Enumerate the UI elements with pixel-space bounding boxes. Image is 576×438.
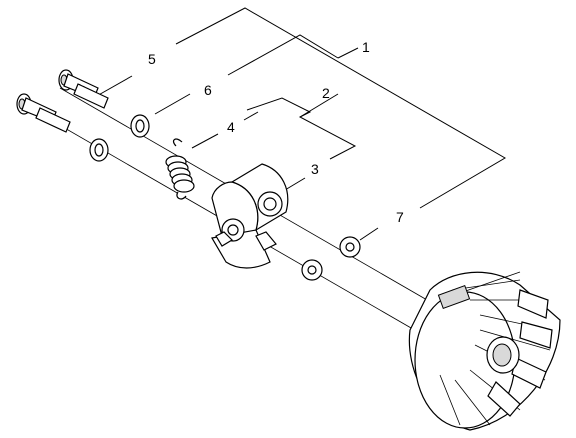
clutch-assembly [211,163,289,269]
leader-line-6 [154,93,191,115]
leader-line-3 [284,177,306,191]
callout-3: 3 [311,161,319,177]
washer-upper-right [339,236,361,258]
leader-line-4 [191,133,219,149]
screw-upper [58,69,109,109]
leader-line-5 [94,75,133,98]
callout-1: 1 [362,39,370,55]
flywheel [408,271,561,431]
callout-4: 4 [227,119,235,135]
callout-7: 7 [396,209,404,225]
washer-lower-right [301,259,323,281]
callout-6: 6 [204,82,212,98]
leader-line-4-upper [243,111,259,121]
callout-labels: 1 2 3 4 5 6 7 [148,39,404,225]
leader-line-1-tick [337,47,359,59]
washer-lower-left [89,138,109,162]
leader-lines [94,7,506,241]
leader-line-6-upper [227,34,339,76]
washer-upper-left [130,114,150,138]
leader-line-1 [175,7,506,209]
spring [165,138,195,200]
callout-2: 2 [322,85,330,101]
callout-5: 5 [148,51,156,67]
leader-line-7 [359,227,379,241]
leader-line-2 [246,97,357,160]
leader-line-2-tick [299,93,339,118]
screw-lower [16,93,71,133]
